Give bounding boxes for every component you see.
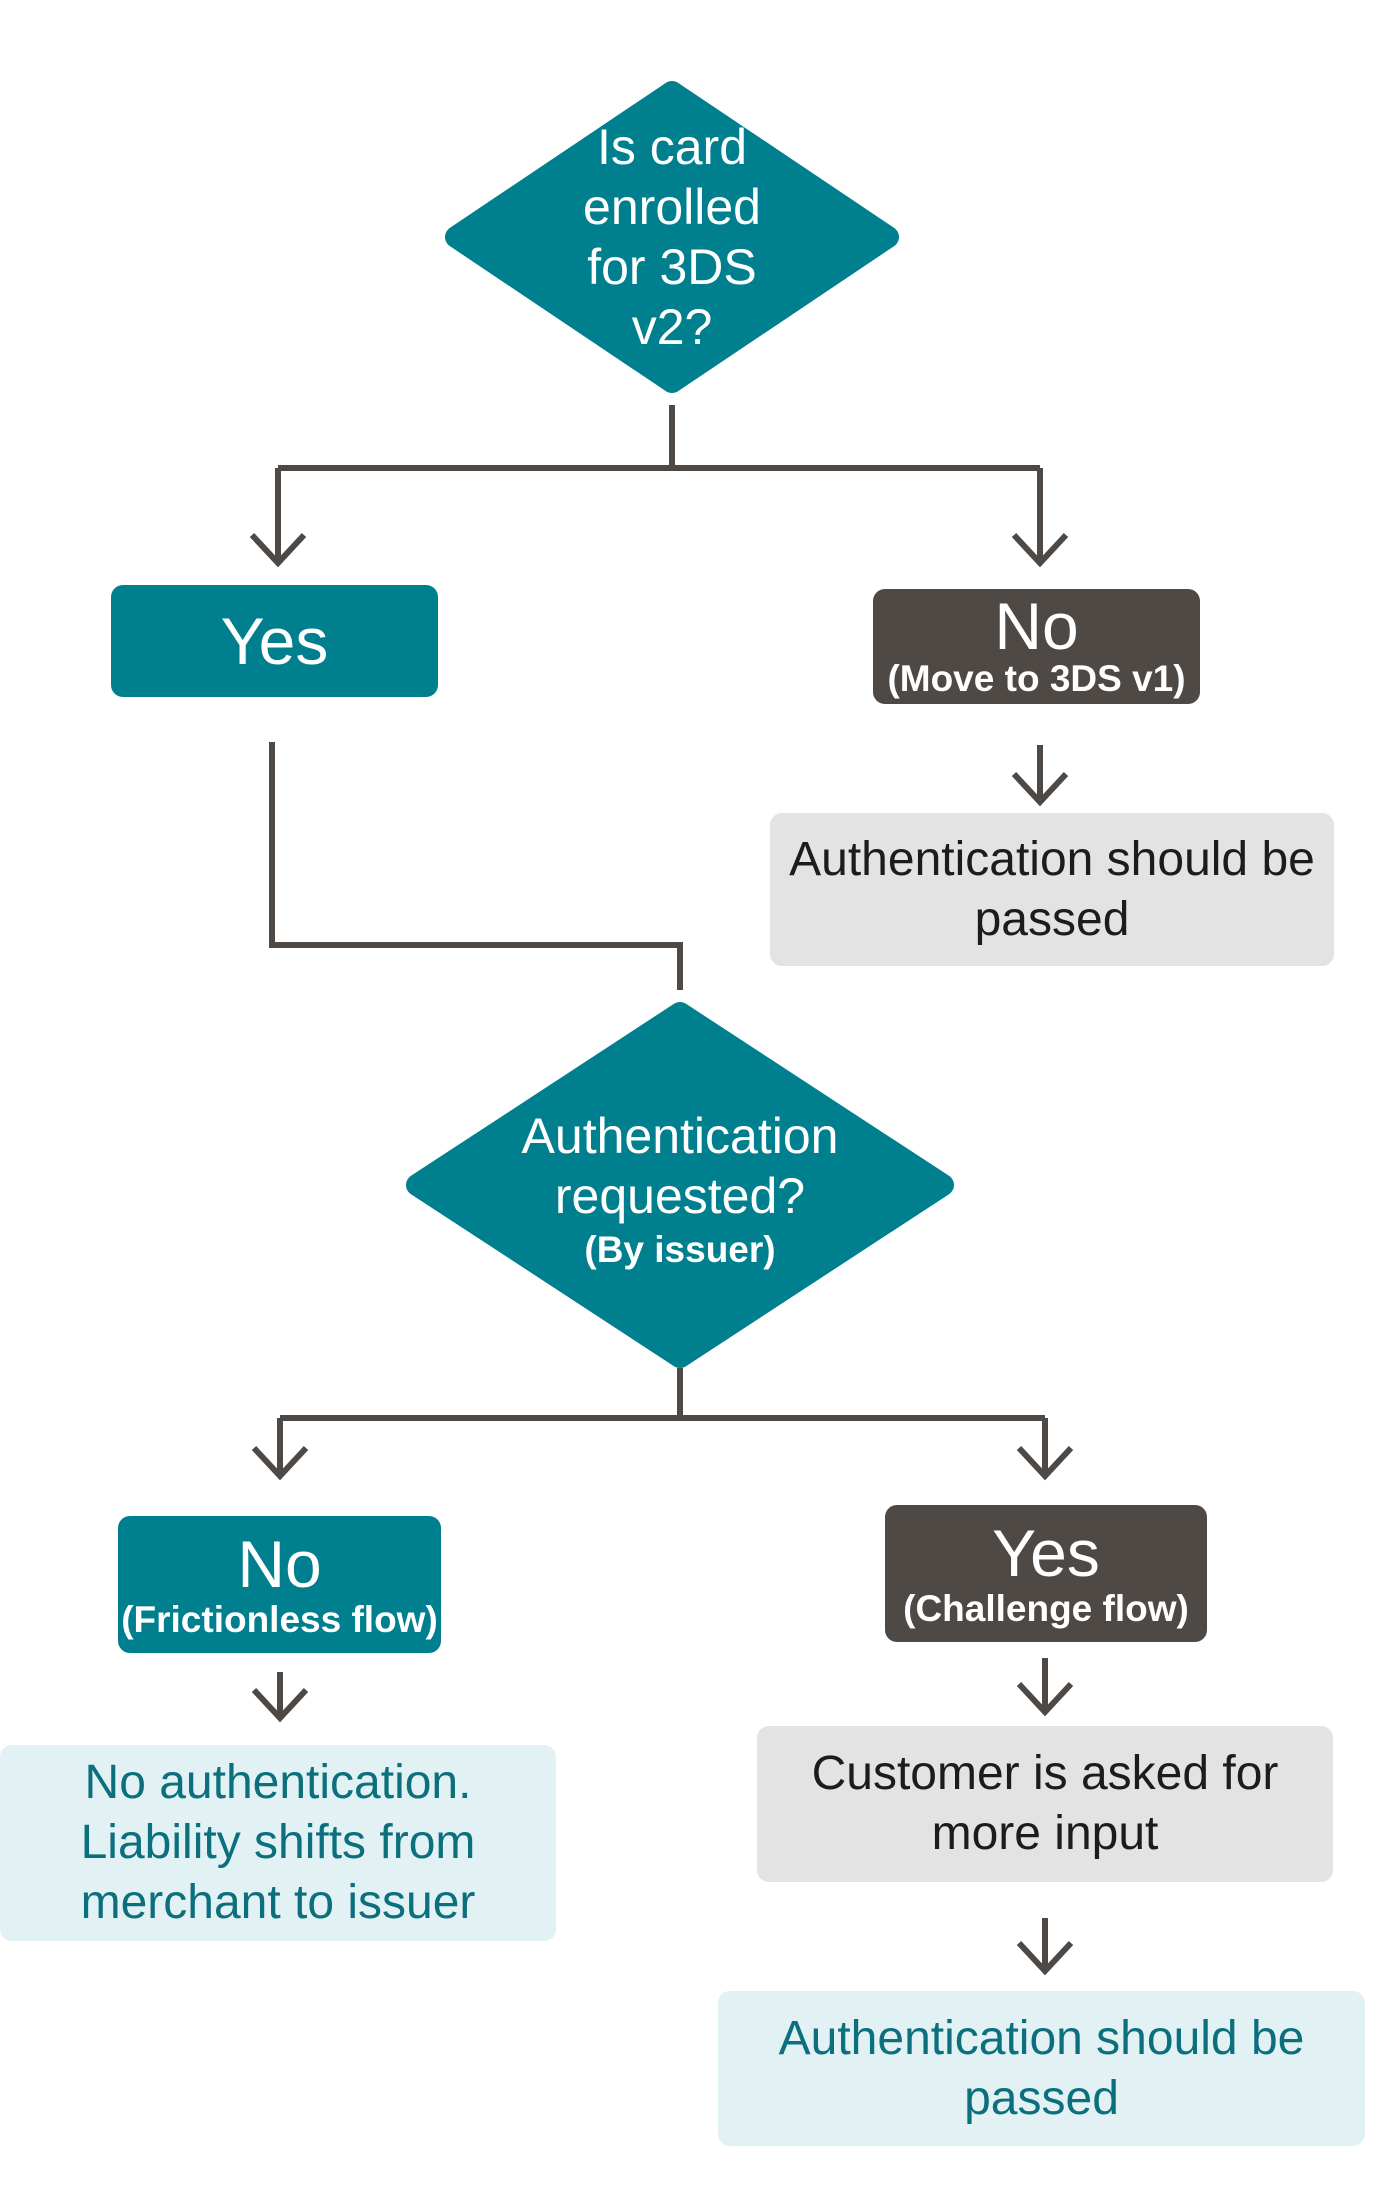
- decision-line: requested?: [554, 1168, 806, 1224]
- no-label: No: [994, 588, 1079, 663]
- text-line: Authentication should be: [778, 2011, 1305, 2065]
- decision-diamond-card-enrolled: [445, 81, 899, 393]
- connector-split-1: [275, 405, 1043, 560]
- arrow-head-no2: [251, 1445, 309, 1481]
- arrow-head-no2-result: [251, 1687, 309, 1723]
- arrow-head-no1-result: [1011, 771, 1069, 807]
- text-line: passed: [964, 2071, 1119, 2125]
- yes-box-challenge: Yes (Challenge flow): [885, 1505, 1207, 1642]
- decision-line: v2?: [631, 299, 713, 355]
- decision-line: enrolled: [583, 179, 761, 235]
- text-line: passed: [974, 892, 1130, 946]
- yes-label: Yes: [992, 1515, 1100, 1590]
- frictionless-result-box: No authentication. Liability shifts from…: [0, 1745, 556, 1941]
- decision-auth-requested-text: Authentication requested? (By issuer): [480, 1105, 880, 1275]
- decision-card-enrolled-text: Is card enrolled for 3DS v2?: [552, 117, 792, 357]
- arrow-head-yes2-input: [1016, 1681, 1074, 1717]
- auth-passed-v1-box: Authentication should be passed: [770, 813, 1334, 966]
- text-line: Customer is asked for: [811, 1747, 1279, 1800]
- no-sublabel: (Move to 3DS v1): [887, 657, 1186, 699]
- yes-label: Yes: [220, 604, 329, 678]
- yes-box-enrolled: Yes: [111, 585, 438, 697]
- connector-split-2: [277, 1368, 1048, 1472]
- no-box-not-enrolled: No (Move to 3DS v1): [873, 589, 1200, 704]
- challenge-input-box: Customer is asked for more input: [757, 1726, 1333, 1882]
- decision-diamond-auth-requested: [406, 1002, 954, 1368]
- no-label: No: [237, 1526, 322, 1601]
- text-line: more input: [931, 1807, 1159, 1860]
- text-line: merchant to issuer: [80, 1876, 476, 1929]
- no-box-frictionless: No (Frictionless flow): [118, 1516, 441, 1653]
- text-line: Liability shifts from: [80, 1816, 476, 1869]
- decision-line: for 3DS: [587, 239, 757, 295]
- arrow-head-yes1: [249, 532, 307, 568]
- yes-sublabel: (Challenge flow): [903, 1587, 1189, 1629]
- no-sublabel: (Frictionless flow): [121, 1598, 438, 1640]
- arrow-head-no1: [1011, 532, 1069, 568]
- arrow-head-input-result: [1016, 1940, 1074, 1976]
- text-line: Authentication should be: [789, 832, 1315, 886]
- decision-line: Authentication: [521, 1108, 839, 1164]
- text-line: No authentication.: [84, 1756, 472, 1809]
- connector-yes1-decision2: [269, 742, 683, 990]
- arrow-head-yes2: [1016, 1445, 1074, 1481]
- decision-line: Is card: [596, 119, 748, 175]
- auth-passed-v2-box: Authentication should be passed: [718, 1991, 1365, 2146]
- decision-sublabel: (By issuer): [584, 1229, 776, 1270]
